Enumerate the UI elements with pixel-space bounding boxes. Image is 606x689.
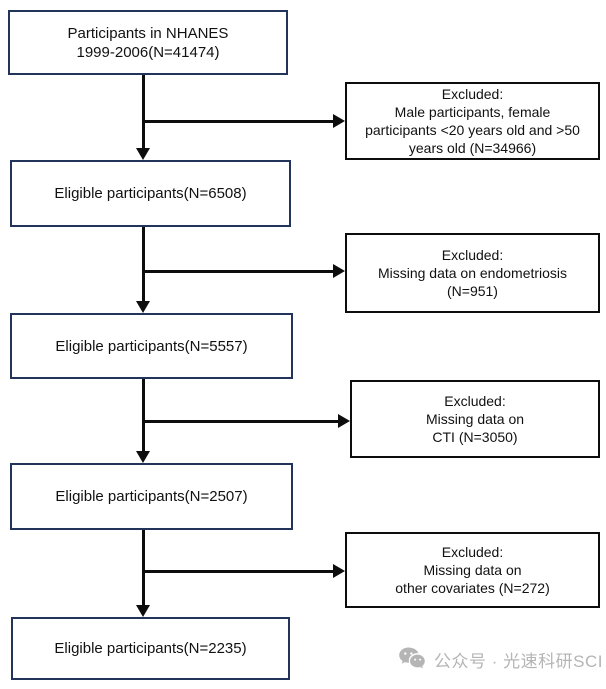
flow-box-eligible-4-label: Eligible participants(N=2235) xyxy=(54,640,247,657)
flow-box-eligible-3: Eligible participants(N=2507) xyxy=(10,463,293,530)
connector-horizontal-1 xyxy=(142,120,333,123)
wechat-icon xyxy=(399,647,425,669)
arrowhead-right-1 xyxy=(333,114,345,128)
arrowhead-down-2 xyxy=(136,301,150,313)
excluded-box-1-label: Excluded: Male participants, female part… xyxy=(365,86,580,156)
watermark: 公众号 · 光速科研SCI xyxy=(398,646,603,672)
connector-horizontal-3 xyxy=(142,420,338,423)
connector-horizontal-2 xyxy=(142,270,333,273)
arrowhead-down-4 xyxy=(136,605,150,617)
flow-box-eligible-2-label: Eligible participants(N=5557) xyxy=(55,337,248,355)
excluded-box-3: Excluded: Missing data on CTI (N=3050) xyxy=(350,380,600,458)
flow-box-eligible-1-label: Eligible participants(N=6508) xyxy=(54,185,247,202)
arrowhead-right-2 xyxy=(333,264,345,278)
arrowhead-right-4 xyxy=(333,564,345,578)
arrowhead-right-3 xyxy=(338,414,350,428)
arrowhead-down-1 xyxy=(136,148,150,160)
flow-box-participants: Participants in NHANES 1999-2006(N=41474… xyxy=(8,10,288,75)
connector-horizontal-4 xyxy=(142,570,333,573)
connector-vertical-3 xyxy=(142,379,145,451)
flow-box-eligible-4: Eligible participants(N=2235) xyxy=(11,617,290,680)
excluded-box-2: Excluded: Missing data on endometriosis … xyxy=(345,233,600,313)
flow-box-eligible-1: Eligible participants(N=6508) xyxy=(10,160,291,227)
watermark-text: 公众号 · 光速科研SCI xyxy=(434,651,603,671)
excluded-box-3-label: Excluded: Missing data on CTI (N=3050) xyxy=(425,393,525,445)
flow-box-eligible-2: Eligible participants(N=5557) xyxy=(10,313,293,379)
excluded-box-4-label: Excluded: Missing data on other covariat… xyxy=(395,544,550,596)
flow-box-eligible-3-label: Eligible participants(N=2507) xyxy=(55,488,248,505)
connector-vertical-4 xyxy=(142,530,145,605)
connector-vertical-1 xyxy=(142,75,145,148)
excluded-box-2-label: Excluded: Missing data on endometriosis … xyxy=(377,247,568,299)
excluded-box-4: Excluded: Missing data on other covariat… xyxy=(345,532,600,608)
excluded-box-1: Excluded: Male participants, female part… xyxy=(345,82,600,160)
flow-box-participants-label: Participants in NHANES 1999-2006(N=41474… xyxy=(67,24,229,61)
connector-vertical-2 xyxy=(142,227,145,301)
arrowhead-down-3 xyxy=(136,451,150,463)
